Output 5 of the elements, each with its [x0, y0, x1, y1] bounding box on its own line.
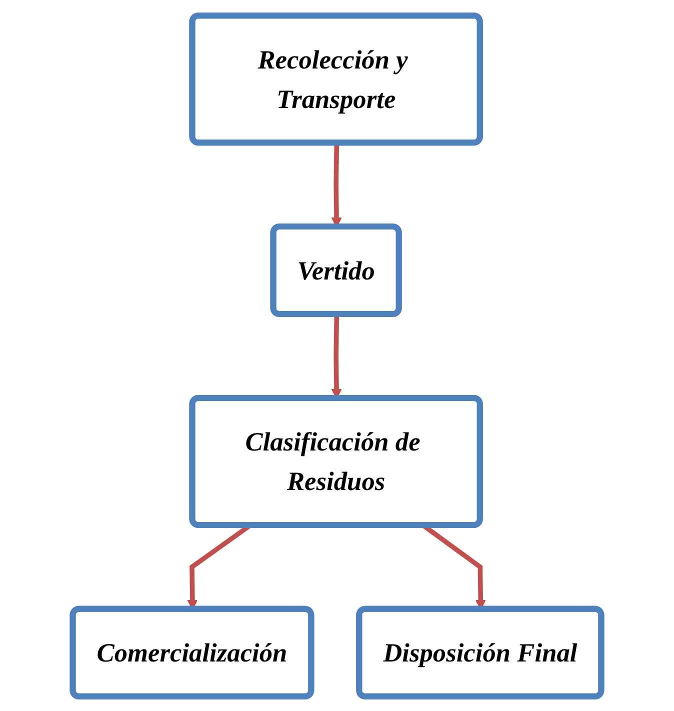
- process-box: Recolección y Transporte: [189, 12, 483, 146]
- process-box: Vertido: [270, 223, 402, 317]
- process-box: Clasificación de Residuos: [189, 394, 483, 528]
- process-box: Comercialización: [70, 605, 314, 699]
- process-box: Disposición Final: [356, 605, 604, 699]
